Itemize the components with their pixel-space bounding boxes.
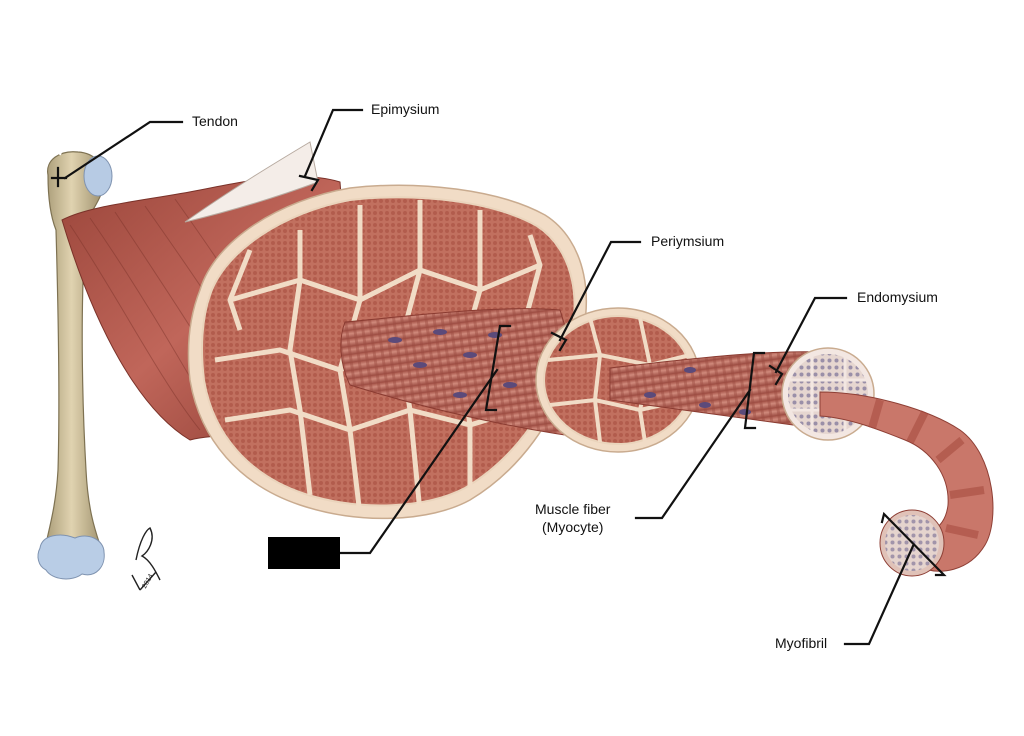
epimysium-bracket [298,174,320,192]
perimysium-leader [558,240,642,342]
fascicle-leader [338,368,499,555]
myofibril-leader [843,544,915,646]
tendon-bracket [50,166,68,188]
tendon-leader [63,120,184,180]
perimysium-bracket [550,331,568,352]
epimysium-label: Epimysium [371,101,440,117]
fiber-leader [634,388,752,520]
myofibril-bracket [880,511,947,577]
humerus-bone [37,142,113,580]
muscle-fiber-label: Muscle fiber (Myocyte) [535,500,610,536]
muscle-fiber-label-line1: Muscle fiber [535,501,611,517]
leader-lines [50,108,947,646]
perimysium-label: Periymsium [651,233,725,249]
endomysium-bracket [768,364,784,386]
endomysium-leader [774,296,848,374]
epimysium-leader [303,108,364,178]
svg-text:2014: 2014 [141,573,155,590]
myofibril-label: Myofibril [775,635,828,651]
tendon-label: Tendon [192,113,238,129]
redaction-box [268,537,340,569]
signature-mark: 2014 [131,527,161,591]
fascicle-bracket [484,324,512,412]
muscle-fiber-label-line2: (Myocyte) [542,519,604,535]
endomysium-label: Endomysium [857,289,938,305]
myofibril [819,391,994,577]
